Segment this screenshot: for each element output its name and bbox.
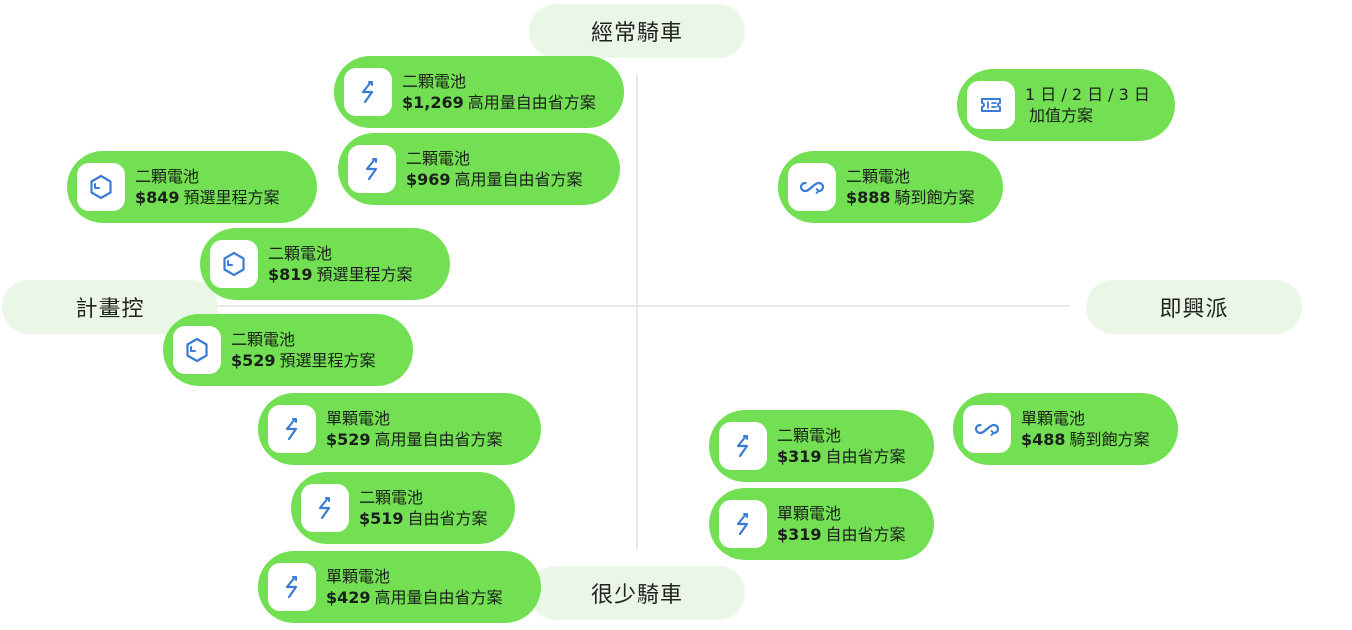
plan-battery: 二顆電池	[231, 330, 296, 349]
plan-price: $849	[135, 188, 180, 207]
plan-name: 高用量自由省方案	[467, 93, 596, 112]
plan-battery: 二顆電池	[777, 426, 842, 445]
plan-battery: 二顆電池	[135, 167, 200, 186]
plan-name: 高用量自由省方案	[454, 170, 583, 189]
zigzag-icon	[344, 68, 392, 116]
plan-price: $529	[326, 430, 371, 449]
plan-name: 騎到飽方案	[1069, 430, 1150, 449]
axis-label-right: 即興派	[1086, 280, 1302, 334]
vertical-axis	[636, 74, 638, 550]
axis-label-bottom: 很少騎車	[529, 566, 745, 620]
plan-name: 自由省方案	[825, 525, 906, 544]
zigzag-icon	[268, 563, 316, 611]
plan-battery: 二顆電池	[406, 149, 471, 168]
axis-label-left: 計畫控	[2, 280, 218, 334]
plan-battery: 單顆電池	[326, 567, 391, 586]
plan-price: $1,269	[402, 93, 464, 112]
plan-price: $819	[268, 265, 313, 284]
plan-battery: 二顆電池	[402, 72, 467, 91]
plan-name: 加值方案	[1029, 106, 1094, 125]
infinity-icon	[963, 405, 1011, 453]
plan-name: 預選里程方案	[316, 265, 413, 284]
plan-name: 高用量自由省方案	[374, 588, 503, 607]
plan-price: $488	[1021, 430, 1066, 449]
zigzag-icon	[268, 405, 316, 453]
plan-battery: 二顆電池	[359, 488, 424, 507]
plan-price: $519	[359, 509, 404, 528]
plan-battery: 二顆電池	[846, 167, 911, 186]
zigzag-icon	[348, 145, 396, 193]
axis-label-top: 經常騎車	[529, 4, 745, 58]
plan-card: 1 日 / 2 日 / 3 日加值方案	[957, 69, 1175, 141]
plan-battery: 二顆電池	[268, 244, 333, 263]
plan-battery: 1 日 / 2 日 / 3 日	[1025, 85, 1150, 104]
ticket-icon	[967, 81, 1015, 129]
plan-name: 預選里程方案	[279, 351, 376, 370]
zigzag-icon	[301, 484, 349, 532]
infinity-icon	[788, 163, 836, 211]
plan-battery: 單顆電池	[326, 409, 391, 428]
plan-name: 自由省方案	[407, 509, 488, 528]
hexagon-cycle-icon	[173, 326, 221, 374]
plan-price: $319	[777, 525, 822, 544]
plan-price: $529	[231, 351, 276, 370]
hexagon-cycle-icon	[77, 163, 125, 211]
plan-name: 預選里程方案	[183, 188, 280, 207]
plan-price: $429	[326, 588, 371, 607]
zigzag-icon	[719, 422, 767, 470]
plan-price: $319	[777, 447, 822, 466]
hexagon-cycle-icon	[210, 240, 258, 288]
horizontal-axis	[218, 305, 1070, 307]
zigzag-icon	[719, 500, 767, 548]
plan-battery: 單顆電池	[777, 504, 842, 523]
plan-name: 騎到飽方案	[894, 188, 975, 207]
plan-name: 高用量自由省方案	[374, 430, 503, 449]
plan-price: $969	[406, 170, 451, 189]
plan-price: $888	[846, 188, 891, 207]
plan-battery: 單顆電池	[1021, 409, 1086, 428]
plan-name: 自由省方案	[825, 447, 906, 466]
